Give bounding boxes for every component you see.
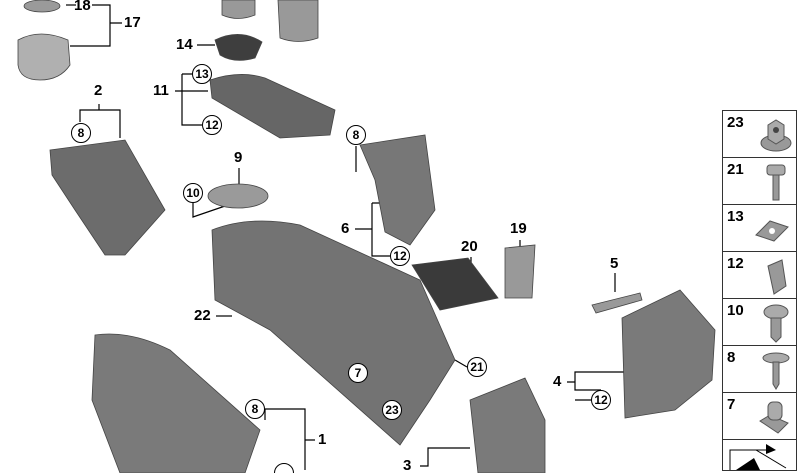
hex-nut-icon [760, 119, 792, 152]
part-2 [49, 139, 166, 256]
part-5 [591, 292, 643, 314]
part-20 [411, 257, 499, 311]
part-1 [91, 333, 261, 473]
callout-12: 12 [202, 115, 222, 135]
callout-21: 21 [467, 357, 487, 377]
callout-11: 11 [153, 82, 169, 99]
clip-nut-icon [755, 220, 789, 242]
direction-arrow-icon [729, 444, 787, 470]
callout-2: 2 [94, 82, 103, 99]
callout-12: 12 [591, 390, 611, 410]
callout-20: 20 [461, 238, 478, 255]
callout-12: 12 [390, 246, 410, 266]
callout-5: 5 [610, 255, 619, 272]
callout-23: 23 [382, 400, 402, 420]
torx-screw-icon [763, 304, 789, 343]
part-cups [221, 0, 319, 42]
callout-1: 1 [318, 431, 327, 448]
legend-item-7: 7 [723, 393, 796, 440]
callout-17: 17 [124, 14, 141, 31]
part-6 [359, 134, 436, 246]
cage-nut-icon [759, 401, 789, 434]
callout-6: 6 [341, 220, 350, 237]
legend-item-21: 21 [723, 158, 796, 205]
callout-9: 9 [234, 149, 243, 166]
part-14 [214, 34, 263, 61]
part-19 [504, 244, 536, 299]
part-3 [469, 377, 546, 473]
callout-4: 4 [553, 373, 562, 390]
legend-direction-arrow [723, 440, 796, 471]
legend-item-12: 12 [723, 252, 796, 299]
hex-bolt-icon [766, 164, 786, 201]
callout-3: 3 [403, 457, 412, 473]
callout-13: 13 [192, 64, 212, 84]
part-17 [17, 33, 71, 81]
legend-item-10: 10 [723, 299, 796, 346]
washer-screw-icon [762, 352, 790, 390]
spring-clip-icon [767, 259, 787, 295]
callout-8: 8 [245, 399, 265, 419]
parts [17, 0, 716, 473]
callout-8: 8 [71, 123, 91, 143]
callout-8: 8 [346, 125, 366, 145]
legend-item-8: 8 [723, 346, 796, 393]
part-11 [209, 74, 336, 139]
callout-19: 19 [510, 220, 527, 237]
callout-18: 18 [74, 0, 91, 14]
callout-10: 10 [183, 183, 203, 203]
part-22-console [211, 220, 456, 446]
fastener-legend: 23 21 13 12 10 8 7 [722, 110, 797, 471]
callout-14: 14 [176, 36, 193, 53]
callout-7: 7 [348, 363, 368, 383]
part-9 [207, 183, 269, 209]
legend-item-23: 23 [723, 111, 796, 158]
callout-22: 22 [194, 307, 211, 324]
part-18 [23, 0, 61, 13]
part-4 [621, 289, 716, 419]
legend-item-13: 13 [723, 205, 796, 252]
